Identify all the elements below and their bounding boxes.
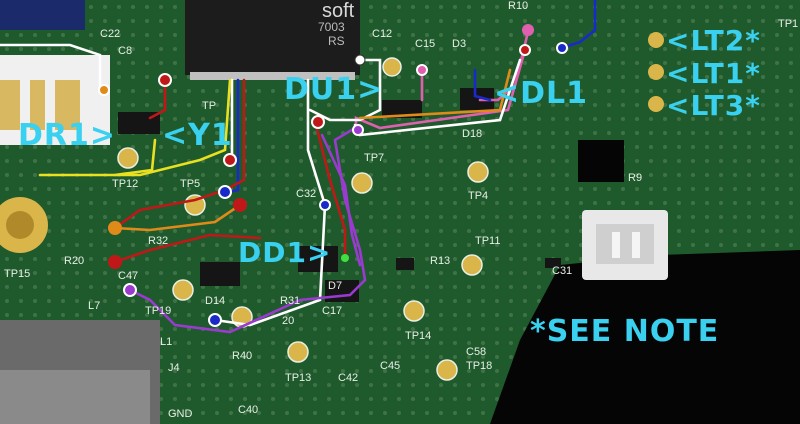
- orange-wire: [358, 68, 512, 120]
- white-wire-top: [0, 43, 102, 92]
- label-lt2: <LT2*: [666, 24, 761, 57]
- silk-c22: C22: [100, 28, 121, 40]
- lt1-pad: [648, 64, 664, 80]
- chip-label: soft: [322, 0, 355, 22]
- red-wire-left: [113, 233, 262, 264]
- silk-tp18: TP18: [466, 360, 493, 372]
- small-ics: [118, 88, 561, 302]
- silk-20: 20: [282, 315, 295, 327]
- label-lt1: <LT1*: [666, 57, 761, 90]
- silk-c47: C47: [118, 270, 139, 282]
- silk-tp12: TP12: [112, 178, 139, 190]
- chip-code: 7003: [318, 20, 345, 34]
- silk-r20: R20: [64, 255, 85, 267]
- label-du1: DU1>: [284, 72, 384, 107]
- chip-rs: RS: [328, 34, 345, 48]
- silk-c15: C15: [415, 38, 436, 50]
- left-connector-pins: [0, 80, 80, 130]
- silk-d18: D18: [462, 128, 483, 140]
- silk-c12: C12: [372, 28, 393, 40]
- cutout-square: [578, 140, 624, 182]
- orange-wire-left: [113, 203, 242, 232]
- silk-tp4: TP4: [468, 190, 489, 202]
- silk-c58: C58: [466, 346, 487, 358]
- silk-c17: C17: [322, 305, 343, 317]
- main-chip: [185, 0, 360, 75]
- silk-d7: D7: [328, 280, 343, 292]
- silk-tp13: TP13: [285, 372, 312, 384]
- test-pads: [117, 57, 489, 381]
- label-lt3: <LT3*: [666, 89, 761, 122]
- label-lt2-text: <LT2: [666, 24, 746, 57]
- board-cutout: [490, 250, 800, 424]
- purple-wire-long: [128, 123, 367, 334]
- silk-gnd: GND: [168, 408, 193, 420]
- silk-c42: C42: [338, 372, 359, 384]
- silk-r13: R13: [430, 255, 451, 267]
- silk-tp7: TP7: [364, 152, 385, 164]
- silk-tp11: TP11: [475, 235, 501, 247]
- red-wire-long: [314, 123, 347, 260]
- silk-r10: R10: [508, 0, 529, 12]
- silk-tp5: TP5: [180, 178, 201, 190]
- silk-l1: L1: [160, 336, 173, 348]
- yellow-wire: [38, 78, 232, 177]
- lt2-pad: [648, 32, 664, 48]
- label-dd1: DD1>: [238, 236, 332, 269]
- label-dr1: DR1>: [18, 118, 117, 153]
- wire-dots: [98, 24, 568, 327]
- blue-wire-top: [560, 0, 597, 50]
- connector-inner: [596, 224, 654, 264]
- chip-pins: [190, 72, 355, 80]
- silk-r9: R9: [628, 172, 643, 184]
- silk-c45: C45: [380, 360, 401, 372]
- white-wire-du: [308, 58, 382, 122]
- star-lt1: *: [745, 57, 761, 90]
- silk-r31: R31: [280, 295, 301, 307]
- label-dl1: <DL1: [494, 76, 589, 111]
- silk-c31: C31: [552, 265, 573, 277]
- silk-tp19: TP19: [145, 305, 172, 317]
- star-lt3: *: [745, 89, 761, 122]
- silk-d14: D14: [205, 295, 226, 307]
- blue-wire-dl: [473, 68, 492, 102]
- silk-tp14: TP14: [405, 330, 432, 342]
- silk-j4: J4: [168, 362, 180, 374]
- lt3-pad: [648, 96, 664, 112]
- corner-component: [0, 0, 85, 30]
- yellow-wire-b: [113, 138, 157, 177]
- silk-d3: D3: [452, 38, 467, 50]
- silk-c32: C32: [296, 188, 317, 200]
- label-lt3-text: <LT3: [666, 89, 746, 122]
- red-wire-chip: [113, 78, 246, 230]
- silk-tp15: TP15: [4, 268, 31, 280]
- silk-c8: C8: [118, 45, 133, 57]
- solder-wires: [0, 0, 597, 334]
- see-note-label: *SEE NOTE: [530, 314, 720, 349]
- star-lt2: *: [745, 24, 761, 57]
- silk-r32: R32: [148, 235, 169, 247]
- silk-c40: C40: [238, 404, 259, 416]
- silk-r40: R40: [232, 350, 253, 362]
- pink-wire-b: [354, 48, 527, 130]
- label-y1: <Y1: [162, 118, 233, 153]
- silk-tp: TP: [202, 100, 217, 112]
- red-wire-a: [148, 78, 167, 120]
- silk-l7: L7: [88, 300, 101, 312]
- silk-tp1: TP1: [778, 18, 799, 30]
- label-lt1-text: <LT1: [666, 57, 746, 90]
